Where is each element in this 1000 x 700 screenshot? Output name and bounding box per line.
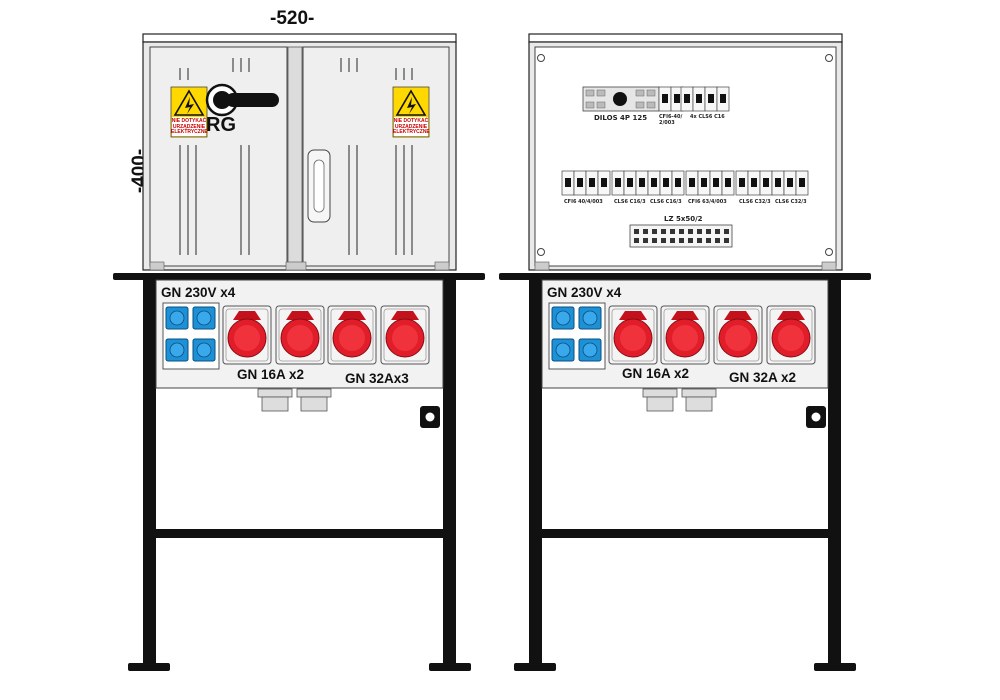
right-frame bbox=[499, 273, 871, 671]
left-16a-label: GN 16A x2 bbox=[237, 367, 305, 382]
left-frame bbox=[113, 273, 485, 671]
right-230v-label: GN 230V x4 bbox=[547, 285, 622, 300]
main-switch-handle bbox=[205, 83, 279, 117]
left-socket-panel bbox=[155, 279, 444, 412]
left-32a-label: GN 32Ax3 bbox=[345, 371, 409, 386]
row2-label-1: CFI6 40/4/003 bbox=[564, 199, 603, 205]
breaker-row-top bbox=[582, 86, 730, 112]
right-socket-panel bbox=[541, 279, 829, 412]
row2-label-4: CFI6 63/4/003 bbox=[688, 199, 727, 205]
main-switch-label: RG bbox=[206, 114, 236, 136]
right-32a-label: GN 32A x2 bbox=[729, 370, 797, 385]
row2-label-2: CLS6 C16/3 bbox=[614, 199, 646, 205]
left-enclosure bbox=[142, 33, 457, 271]
right-16a-label: GN 16A x2 bbox=[622, 366, 690, 381]
terminal-block bbox=[629, 224, 733, 248]
warning-sticker-right bbox=[392, 86, 430, 138]
row2-label-6: CLS6 C32/3 bbox=[775, 199, 807, 205]
cls-top-label: 4x CLS6 C16 bbox=[690, 114, 725, 120]
warning-sticker-left bbox=[170, 86, 208, 138]
width-dimension-label: -520- bbox=[270, 8, 315, 29]
cfi-top-label: CFI6-40/ 2/003 bbox=[659, 114, 683, 126]
row2-label-3: CLS6 C16/3 bbox=[650, 199, 682, 205]
left-230v-label: GN 230V x4 bbox=[161, 285, 236, 300]
terminal-label: LZ 5x50/2 bbox=[664, 215, 703, 223]
row2-label-5: CLS6 C32/3 bbox=[739, 199, 771, 205]
dilos-label: DILOS 4P 125 bbox=[594, 114, 648, 122]
